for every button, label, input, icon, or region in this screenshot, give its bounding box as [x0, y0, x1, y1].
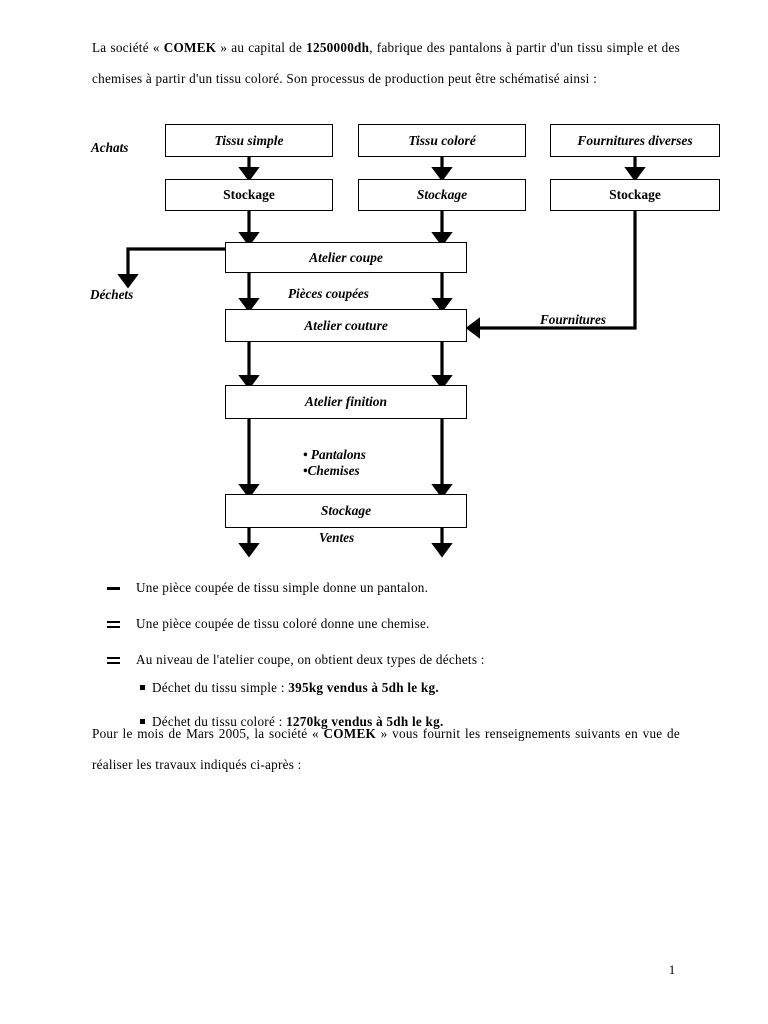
- note-item: Une pièce coupée de tissu coloré donne u…: [92, 616, 692, 632]
- dash-double-icon: [104, 652, 136, 668]
- dash-single-icon: [104, 580, 136, 596]
- diagram-label-pieces-coupees: Pièces coupées: [288, 286, 369, 301]
- intro-text-3: , fabrique des pantalons à partir d'un t…: [92, 40, 680, 86]
- diagram-box-stockage-final: Stockage: [225, 494, 467, 528]
- sub-note-item: Déchet du tissu coloré : 1270kg vendus à…: [92, 714, 692, 730]
- box-label: Stockage: [416, 187, 468, 203]
- box-label: Tissu simple: [214, 132, 284, 148]
- notes-list: Une pièce coupée de tissu simple donne u…: [92, 580, 692, 748]
- closing-text-1: Pour le mois de Mars 2005, la société «: [92, 726, 324, 741]
- dash-double-icon: [104, 616, 136, 632]
- capital-amount: 1250000dh: [306, 40, 370, 55]
- diagram-box-stockage-1: Stockage: [165, 179, 333, 211]
- intro-text-1: La société «: [92, 40, 164, 55]
- diagram-label-dechets: Déchets: [90, 287, 134, 302]
- square-bullet-icon: [140, 714, 152, 730]
- sub-note-value: 1270kg vendus à 5dh le kg.: [286, 714, 444, 729]
- intro-text-2: » au capital de: [216, 40, 307, 55]
- diagram-box-atelier-couture: Atelier couture: [225, 309, 467, 342]
- diagram-box-atelier-finition: Atelier finition: [225, 385, 467, 419]
- note-item: Au niveau de l'atelier coupe, on obtient…: [92, 652, 692, 668]
- diagram-label-produit-pantalons: • Pantalons: [303, 447, 366, 462]
- note-text: Au niveau de l'atelier coupe, on obtient…: [136, 652, 485, 667]
- diagram-box-fournitures-diverses: Fournitures diverses: [550, 124, 720, 157]
- sub-note-text: Déchet du tissu coloré : 1270kg vendus à…: [152, 714, 692, 730]
- sub-note-prefix: Déchet du tissu simple :: [152, 680, 289, 695]
- box-label: Atelier coupe: [309, 249, 383, 265]
- note-item: Une pièce coupée de tissu simple donne u…: [92, 580, 692, 596]
- box-label: Stockage: [609, 187, 661, 203]
- company-name-intro: COMEK: [163, 40, 217, 55]
- sub-note-value: 395kg vendus à 5dh le kg.: [288, 680, 439, 695]
- diagram-box-tissu-colore: Tissu coloré: [358, 124, 526, 157]
- company-name-closing: COMEK: [323, 726, 377, 741]
- diagram-label-achats: Achats: [91, 140, 129, 155]
- intro-paragraph: La société « COMEK » au capital de 12500…: [92, 32, 680, 94]
- box-label: Atelier finition: [304, 394, 388, 410]
- sub-note-prefix: Déchet du tissu coloré :: [152, 714, 287, 729]
- diagram-box-stockage-2: Stockage: [358, 179, 526, 211]
- sub-note-text: Déchet du tissu simple : 395kg vendus à …: [152, 680, 692, 696]
- diagram-label-fournitures: Fournitures: [540, 312, 606, 327]
- sub-note-item: Déchet du tissu simple : 395kg vendus à …: [92, 680, 692, 696]
- box-label: Fournitures diverses: [577, 132, 693, 148]
- note-text: Une pièce coupée de tissu coloré donne u…: [136, 616, 430, 631]
- diagram-box-stockage-3: Stockage: [550, 179, 720, 211]
- square-bullet-icon: [140, 680, 152, 696]
- diagram-label-ventes: Ventes: [319, 530, 355, 545]
- diagram-box-tissu-simple: Tissu simple: [165, 124, 333, 157]
- closing-text-2: » vous fournit les renseignements suivan…: [92, 726, 680, 772]
- note-text: Une pièce coupée de tissu simple donne u…: [136, 580, 429, 595]
- closing-paragraph: Pour le mois de Mars 2005, la société « …: [92, 718, 680, 780]
- page-number: 1: [668, 962, 676, 977]
- box-label: Atelier couture: [304, 317, 388, 333]
- box-label: Tissu coloré: [408, 132, 476, 148]
- box-label: Stockage: [320, 503, 372, 519]
- box-label: Stockage: [223, 187, 275, 203]
- diagram-box-atelier-coupe: Atelier coupe: [225, 242, 467, 273]
- diagram-label-produit-chemises: •Chemises: [303, 463, 360, 478]
